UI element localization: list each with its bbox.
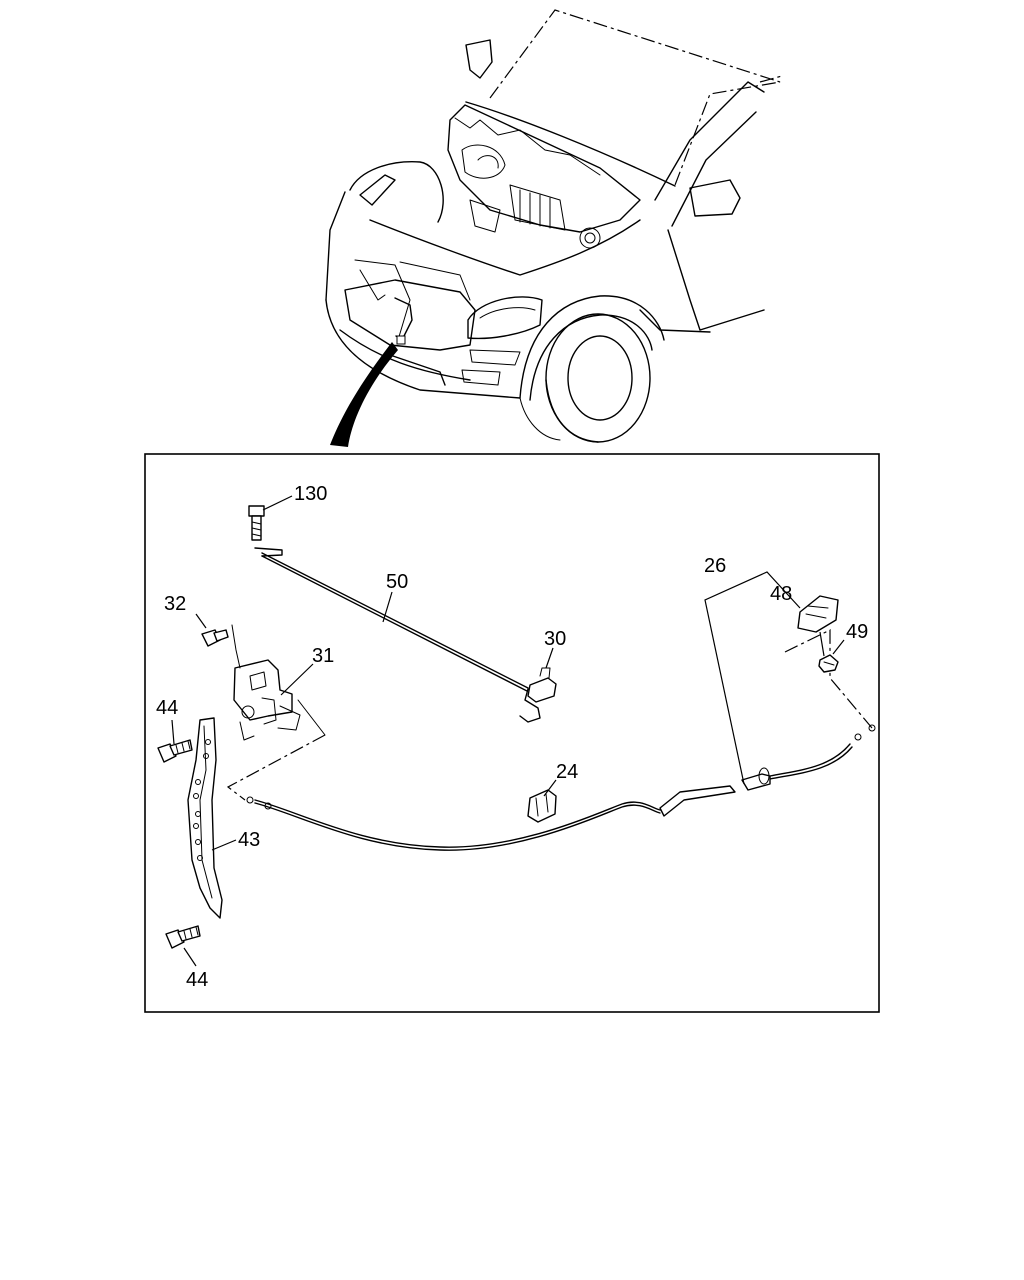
part-44-bolt-upper [157, 739, 193, 763]
part-26-frame-line [704, 571, 801, 785]
part-50-rod [254, 547, 541, 723]
callout-24: 24 [556, 761, 578, 783]
callout-44-lower: 44 [186, 969, 208, 991]
part-48-handle [797, 595, 839, 633]
leader-lines [171, 495, 845, 967]
callout-44-upper: 44 [156, 697, 178, 719]
vehicle-front-illustration [325, 9, 783, 447]
part-43-bracket [187, 717, 223, 919]
part-26-cable [246, 724, 876, 851]
callout-26: 26 [704, 555, 726, 577]
part-49-clip [818, 654, 839, 673]
detail-frame [144, 453, 880, 1013]
callout-130: 130 [294, 483, 327, 505]
part-24-clamp [527, 789, 557, 823]
assembly-line-latch [226, 734, 326, 801]
part-30-clip [527, 667, 557, 703]
assembly-line-handle [784, 629, 873, 729]
callout-31: 31 [312, 645, 334, 667]
callout-43: 43 [238, 829, 260, 851]
callout-labels: 130 50 26 48 32 30 49 31 44 24 43 44 [156, 483, 868, 991]
part-32-bolt [201, 629, 229, 647]
callout-48: 48 [770, 583, 792, 605]
callout-32: 32 [164, 593, 186, 615]
callout-30: 30 [544, 628, 566, 650]
callout-49: 49 [846, 621, 868, 643]
part-31-latch [231, 624, 326, 741]
callout-50: 50 [386, 571, 408, 593]
part-44-bolt-lower [165, 925, 201, 949]
part-130-bolt [248, 505, 265, 541]
